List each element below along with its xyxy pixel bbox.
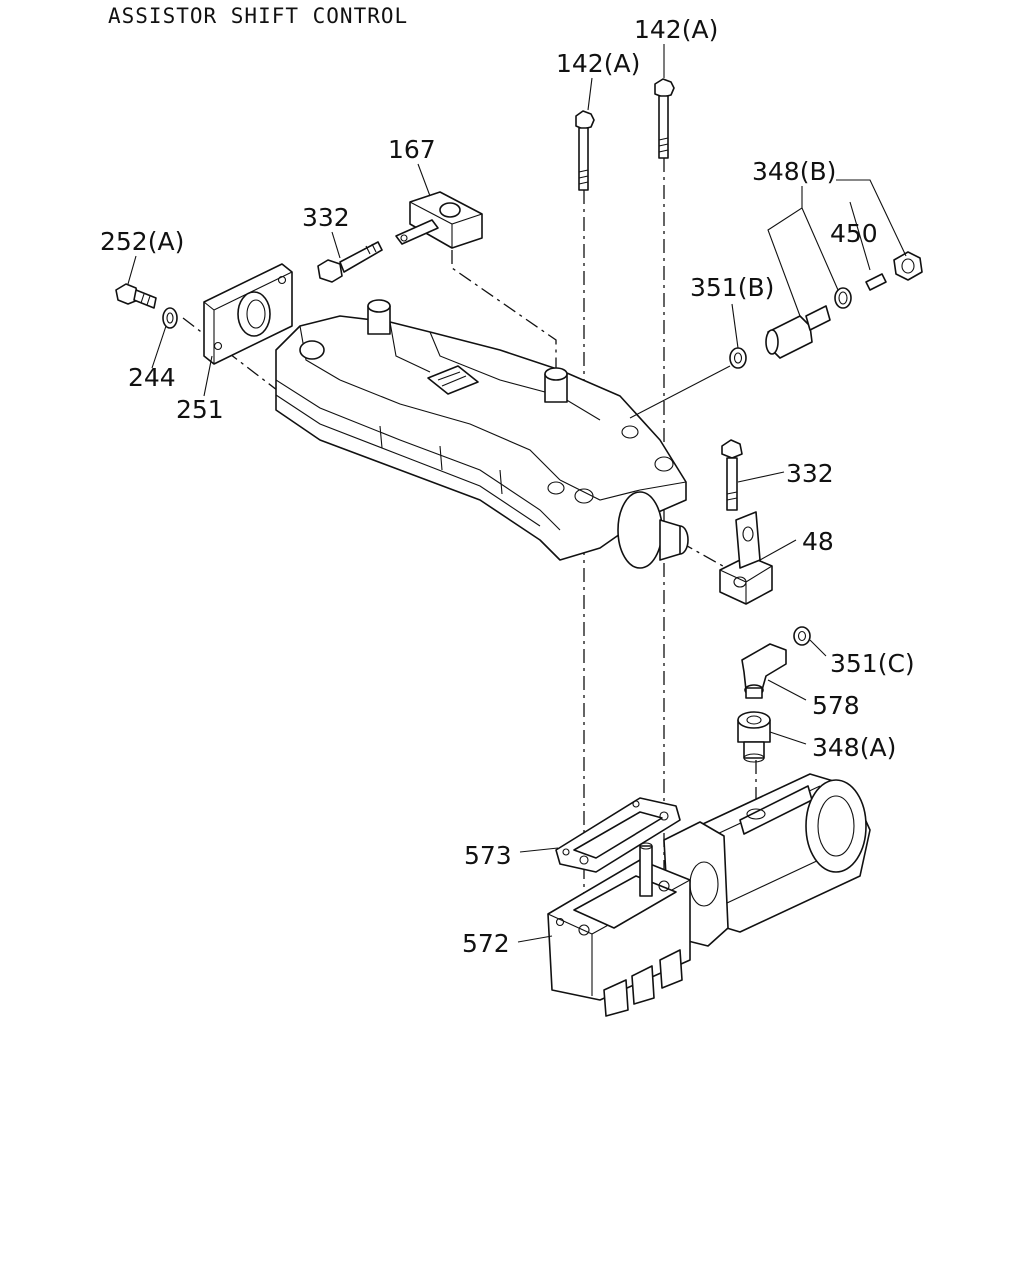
valve-body [275,299,689,569]
callout-labels: 142(A) 142(A) 167 332 348(B) 450 252(A) … [100,15,915,958]
callout-578: 578 [812,691,860,720]
callout-244: 244 [128,363,176,392]
callout-252a: 252(A) [100,227,184,256]
plug-348a [737,711,771,763]
callout-348b: 348(B) [752,157,836,186]
callout-142a-left: 142(A) [556,49,640,78]
gasket-573 [555,797,681,873]
callout-251: 251 [176,395,224,424]
elbow-578 [741,643,787,699]
callout-351c: 351(C) [830,649,915,678]
washer-244 [162,307,178,329]
diagram-title: ASSISTOR SHIFT CONTROL [108,4,409,28]
washer-351c [793,626,811,646]
washer-351b [729,347,747,369]
bolt-332-right [721,439,743,511]
actuator-572 [547,773,871,1017]
clamp-48 [719,511,773,605]
nut [893,251,923,281]
pin-small [865,273,887,291]
callout-351b: 351(B) [690,273,774,302]
callout-348a: 348(A) [812,733,896,762]
fitting-348b [765,305,831,359]
callout-332-right: 332 [786,459,834,488]
assembly-center-lines [182,158,757,930]
leader-lines [127,44,907,943]
callout-572: 572 [462,929,510,958]
bolt-252a [115,283,157,309]
callout-48: 48 [802,527,834,556]
callout-167: 167 [388,135,436,164]
callout-573: 573 [464,841,512,870]
bolt-142a-right [654,78,675,159]
flange-251 [203,263,293,365]
callout-142a-right: 142(A) [634,15,718,44]
callout-332-top: 332 [302,203,350,232]
bracket-167 [395,191,483,249]
bolt-142a-left [575,110,595,191]
bolt-332-top [317,241,383,283]
callout-450: 450 [830,219,878,248]
sleeve-450 [834,287,852,309]
